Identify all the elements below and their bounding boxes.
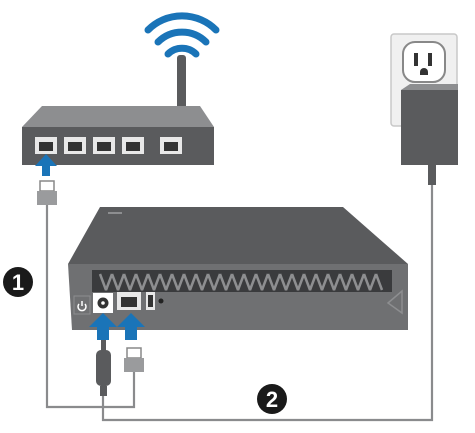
- arrow-up-icon: [35, 154, 57, 176]
- power-icon: [73, 295, 91, 315]
- step-number: 1: [12, 270, 24, 295]
- cables: [45, 185, 434, 422]
- dc-power-plug: [96, 340, 111, 396]
- router-top: [22, 106, 214, 127]
- device-corner-marker: [386, 289, 403, 315]
- router-port: [93, 137, 115, 154]
- step-badge-1: 1: [3, 267, 33, 297]
- arrow-up-icon: [117, 313, 145, 340]
- power-adapter-icon: [401, 84, 458, 185]
- step-badge-2: 2: [257, 384, 287, 414]
- router-antenna: [177, 55, 186, 115]
- reset-hole: [158, 298, 164, 304]
- step-number: 2: [266, 387, 278, 412]
- device-ethernet-port: [117, 292, 141, 310]
- wifi-icon: [144, 12, 220, 58]
- storage-device: [68, 207, 408, 330]
- router: [22, 55, 214, 165]
- ethernet-plug: [124, 347, 144, 372]
- power-cable: [101, 185, 434, 422]
- ethernet-cable: [45, 205, 136, 409]
- router-port: [122, 137, 144, 154]
- arrow-up-icon: [89, 313, 117, 340]
- router-port: [64, 137, 86, 154]
- vent-pattern: [98, 273, 384, 291]
- router-port: [35, 137, 57, 154]
- ethernet-plug: [37, 180, 57, 205]
- usb-port: [146, 292, 155, 310]
- router-port: [160, 137, 182, 154]
- dc-power-jack: [93, 293, 113, 313]
- device-top: [68, 207, 408, 264]
